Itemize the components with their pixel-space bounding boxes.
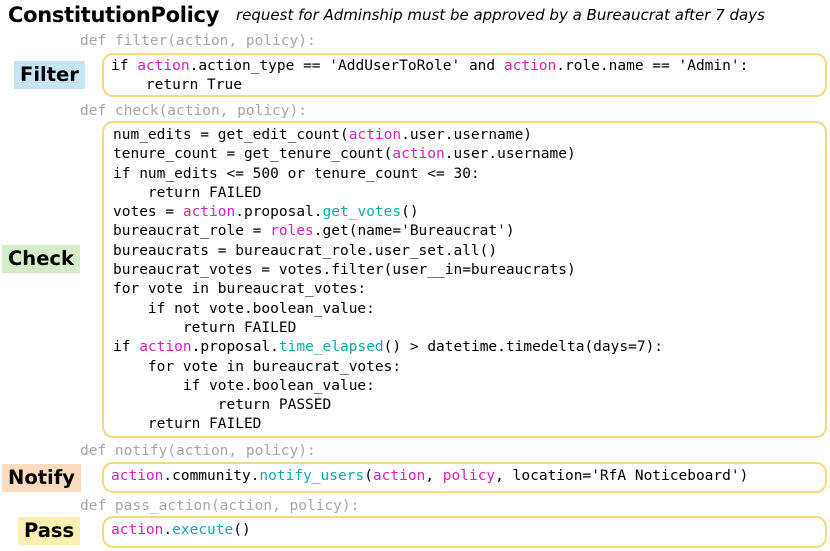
code-text: return FAILED [113,184,262,201]
code-line: if action.action_type == 'AddUserToRole'… [111,57,825,76]
code-text: , location='RfA Noticeboard') [495,468,749,484]
code-line: bureaucrat_role = roles.get(name='Bureau… [113,222,825,241]
code-line: for vote in bureaucrat_votes: [113,358,825,377]
notify-signature: def notify(action, policy): [80,443,316,459]
code-text: () [401,204,419,221]
code-text: if [113,339,140,356]
code-line: return FAILED [113,184,825,203]
code-text: .community. [163,468,260,484]
action-keyword: action [111,468,164,484]
check-stage-label: Check [2,245,80,273]
code-text: bureaucrats = bureaucrat_role.user_set.a… [113,242,498,259]
filter-code-box: if action.action_type == 'AddUserToRole'… [102,53,827,97]
code-text: votes = [113,204,183,221]
action-keyword: action [503,58,557,74]
action-keyword: action [111,522,164,538]
pass-code-box: action.execute() [102,516,827,548]
code-line: return True [111,76,825,95]
method-call: get_votes [322,204,402,221]
code-text: for vote in bureaucrat_votes: [113,281,367,298]
policy-description: request for Adminship must be approved b… [236,6,765,24]
action-keyword: action [348,127,402,143]
code-text: return PASSED [113,397,332,414]
code-text: tenure_count = get_tenure_count( [113,146,393,163]
code-line: tenure_count = get_tenure_count(action.u… [113,145,825,164]
method-call: time_elapsed [278,339,384,356]
code-text: .action_type == 'AddUserToRole' and [189,58,504,74]
code-line: if not vote.boolean_value: [113,300,825,319]
code-text: ( [364,468,373,484]
notify-stage-label: Notify [2,464,81,492]
code-text: , [425,468,443,484]
code-text: if [111,58,138,74]
code-line: num_edits = get_edit_count(action.user.u… [113,126,825,145]
code-line: if vote.boolean_value: [113,377,825,396]
pass-stage-label: Pass [18,517,81,545]
code-text: () [233,522,251,538]
code-text: return FAILED [113,416,262,433]
action-keyword: roles [270,223,314,240]
policy-title: ConstitutionPolicy [8,3,220,27]
method-call: notify_users [259,468,365,484]
code-text: if num_edits <= 500 or tenure_count <= 3… [113,165,480,182]
code-line: return FAILED [113,319,825,338]
action-keyword: policy [442,468,496,484]
code-text: .proposal. [235,204,323,221]
code-text: for vote in bureaucrat_votes: [113,358,402,375]
code-text: .user.username) [444,146,576,163]
code-text: . [163,522,173,538]
code-text: bureaucrat_votes = votes.filter(user__in… [113,262,576,279]
filter-code: if action.action_type == 'AddUserToRole'… [104,55,825,96]
filter-stage-label: Filter [14,61,85,89]
code-line: if num_edits <= 500 or tenure_count <= 3… [113,165,825,184]
code-text: return FAILED [113,319,297,336]
notify-code: action.community.notify_users(action, po… [104,464,825,486]
code-text: .proposal. [191,339,279,356]
code-line: bureaucrat_votes = votes.filter(user__in… [113,261,825,280]
check-code-box: num_edits = get_edit_count(action.user.u… [102,121,827,438]
method-call: execute [172,522,234,538]
code-text: if vote.boolean_value: [113,377,375,394]
code-line: if action.proposal.time_elapsed() > date… [113,338,825,357]
code-text: .get(name='Bureaucrat') [313,223,515,240]
code-text: () > datetime.timedelta(days=7): [383,339,664,356]
code-line: action.community.notify_users(action, po… [111,467,825,486]
code-text: .role.name == 'Admin': [556,58,749,74]
code-line: bureaucrats = bureaucrat_role.user_set.a… [113,242,825,261]
code-text: return True [111,77,242,94]
code-line: return FAILED [113,415,825,434]
code-line: action.execute() [111,521,825,540]
action-keyword: action [139,339,192,356]
action-keyword: action [137,58,190,74]
code-line: votes = action.proposal.get_votes() [113,203,825,222]
code-text: bureaucrat_role = [113,223,271,240]
code-text: num_edits = get_edit_count( [113,127,349,143]
code-line: return PASSED [113,396,825,415]
notify-code-box: action.community.notify_users(action, po… [102,462,827,493]
action-keyword: action [392,146,445,163]
check-code: num_edits = get_edit_count(action.user.u… [104,123,825,435]
action-keyword: action [372,468,426,484]
pass-signature: def pass_action(action, policy): [80,498,360,514]
check-signature: def check(action, policy): [80,103,307,119]
code-line: for vote in bureaucrat_votes: [113,280,825,299]
filter-signature: def filter(action, policy): [80,33,316,49]
code-text: .user.username) [401,127,533,143]
pass-code: action.execute() [104,518,825,540]
action-keyword: action [182,204,236,221]
code-text: if not vote.boolean_value: [113,300,375,317]
